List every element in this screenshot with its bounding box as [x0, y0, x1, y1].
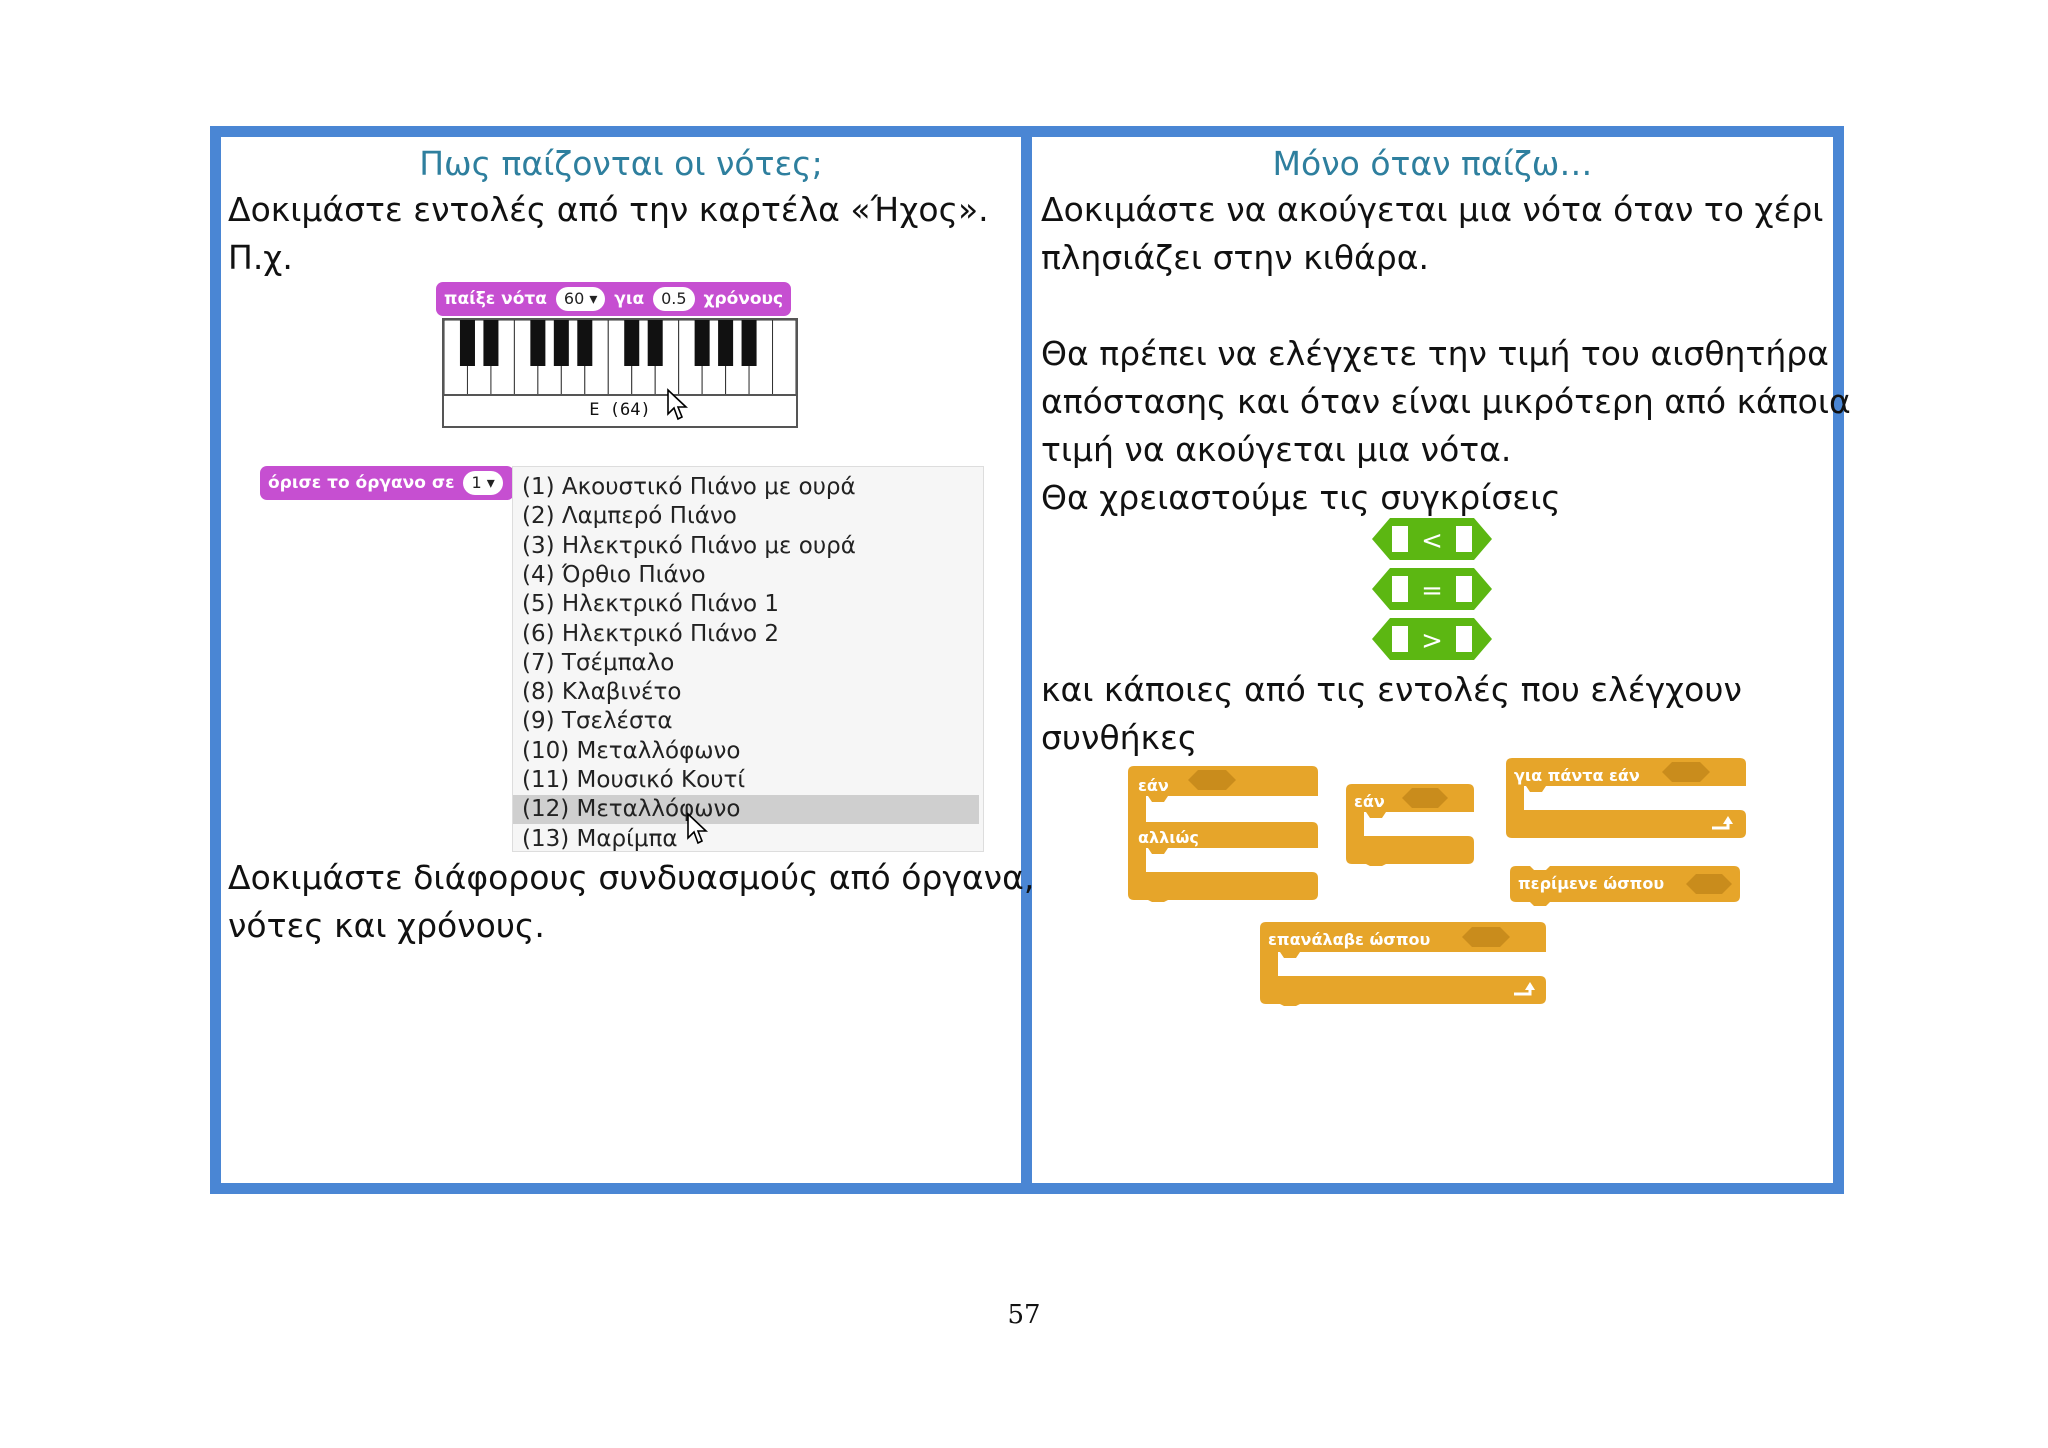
if-else-block[interactable] [1128, 766, 1318, 902]
menu-cursor-icon [687, 812, 709, 845]
piano-black-key[interactable] [647, 320, 663, 366]
note-value: 60 [563, 289, 585, 308]
left-intro-line-2: Π.χ. [228, 238, 293, 277]
set-instrument-block[interactable]: όρισε το όργανο σε 1 ▾ [260, 466, 514, 500]
instrument-menu-item[interactable]: (7) Τσέμπαλο [522, 649, 675, 676]
greater-than-symbol: > [1421, 626, 1443, 656]
wait-until-block[interactable] [1510, 866, 1740, 906]
column-divider [1021, 126, 1032, 1194]
left-heading: Πως παίζονται οι νότες; [419, 144, 823, 183]
equals-symbol: = [1421, 576, 1443, 606]
play-note-label: παίξε νότα [444, 289, 547, 309]
if-block[interactable] [1346, 784, 1474, 866]
repeat-until-label: επανάλαβε ώσπου [1268, 930, 1431, 949]
piano-black-key[interactable] [624, 320, 640, 366]
instrument-menu-item[interactable]: (2) Λαμπερό Πιάνο [522, 503, 737, 530]
instrument-menu-item[interactable]: (5) Ηλεκτρικό Πιάνο 1 [522, 591, 780, 618]
instrument-menu-item[interactable]: (11) Μουσικό Κουτί [522, 767, 746, 793]
instrument-menu-item[interactable]: (12) Μεταλλόφωνο [513, 795, 979, 825]
right-para2-line-1: Θα πρέπει να ελέγχετε την τιμή του αισθη… [1041, 334, 1829, 373]
if-else-else-label: αλλιώς [1138, 828, 1199, 847]
instrument-menu-item[interactable]: (10) Μεταλλόφωνο [522, 737, 741, 764]
instrument-menu-item[interactable]: (13) Μαρίμπα [522, 825, 678, 852]
instrument-menu-item[interactable]: (8) Κλαβινέτο [522, 679, 682, 706]
piano-black-key[interactable] [483, 320, 499, 366]
piano-black-key[interactable] [577, 320, 593, 366]
set-instrument-label: όρισε το όργανο σε [268, 473, 455, 493]
page-number: 57 [1007, 1300, 1041, 1330]
left-outro-line-2: νότες και χρόνους. [228, 906, 545, 945]
piano-black-key[interactable] [530, 320, 546, 366]
instrument-menu[interactable]: (1) Ακουστικό Πιάνο με ουρά (2) Λαμπερό Π… [512, 466, 984, 852]
piano-keyboard[interactable]: E (64) [442, 318, 798, 428]
instrument-menu-item[interactable]: (9) Τσελέστα [522, 708, 673, 735]
piano-keys[interactable] [444, 320, 796, 396]
wait-until-label: περίμενε ώσπου [1518, 874, 1665, 893]
left-outro-line-1: Δοκιμάστε διάφορους συνδυασμούς από όργα… [228, 858, 1035, 897]
piano-black-key[interactable] [741, 320, 757, 366]
beats-value-input[interactable]: 0.5 [653, 287, 695, 311]
right-para3-line-1: και κάποιες από τις εντολές που ελέγχουν [1041, 670, 1742, 709]
repeat-until-block[interactable] [1260, 922, 1546, 1006]
if-label: εάν [1354, 792, 1385, 811]
right-para2-line-2: απόστασης και όταν είναι μικρότερη από κ… [1041, 382, 1851, 421]
play-note-block[interactable]: παίξε νότα 60 ▾ για 0.5 χρόνους [436, 282, 792, 316]
less-than-symbol: < [1421, 526, 1443, 556]
forever-if-block[interactable] [1506, 758, 1746, 840]
instrument-value: 1 [471, 473, 482, 492]
right-para2-line-4: Θα χρειαστούμε τις συγκρίσεις [1041, 478, 1561, 517]
right-para2-line-3: τιμή να ακούγεται μια νότα. [1041, 430, 1512, 469]
for-label: για [614, 289, 645, 309]
piano-white-key[interactable] [772, 320, 796, 396]
piano-black-key[interactable] [553, 320, 569, 366]
note-value-dropdown[interactable]: 60 ▾ [555, 287, 606, 311]
beats-label: χρόνους [703, 289, 784, 309]
instrument-menu-item[interactable]: (6) Ηλεκτρικό Πιάνο 2 [522, 620, 780, 647]
right-heading: Μόνο όταν παίζω… [1272, 144, 1593, 183]
right-para3-line-2: συνθήκες [1041, 718, 1198, 757]
left-intro-line-1: Δοκιμάστε εντολές από την καρτέλα «Ήχος»… [228, 190, 989, 229]
instrument-dropdown[interactable]: 1 ▾ [463, 471, 503, 495]
instrument-menu-item[interactable]: (1) Ακουστικό Πιάνο με ουρά [522, 474, 856, 500]
piano-black-key[interactable] [459, 320, 475, 366]
right-para1-line-2: πλησιάζει στην κιθάρα. [1041, 238, 1429, 277]
instrument-menu-item[interactable]: (4) Όρθιο Πιάνο [522, 561, 706, 588]
piano-note-label: E (64) [444, 394, 796, 426]
piano-black-key[interactable] [694, 320, 710, 366]
less-than-block[interactable]: < [1372, 518, 1492, 560]
piano-black-key[interactable] [718, 320, 734, 366]
if-else-if-label: εάν [1138, 776, 1169, 795]
mouse-cursor-icon [667, 388, 689, 421]
forever-if-label: για πάντα εάν [1514, 766, 1640, 785]
equals-block[interactable]: = [1372, 568, 1492, 610]
right-para1-line-1: Δοκιμάστε να ακούγεται μια νότα όταν το … [1041, 190, 1824, 229]
instrument-menu-item[interactable]: (3) Ηλεκτρικό Πιάνο με ουρά [522, 532, 856, 559]
greater-than-block[interactable]: > [1372, 618, 1492, 660]
